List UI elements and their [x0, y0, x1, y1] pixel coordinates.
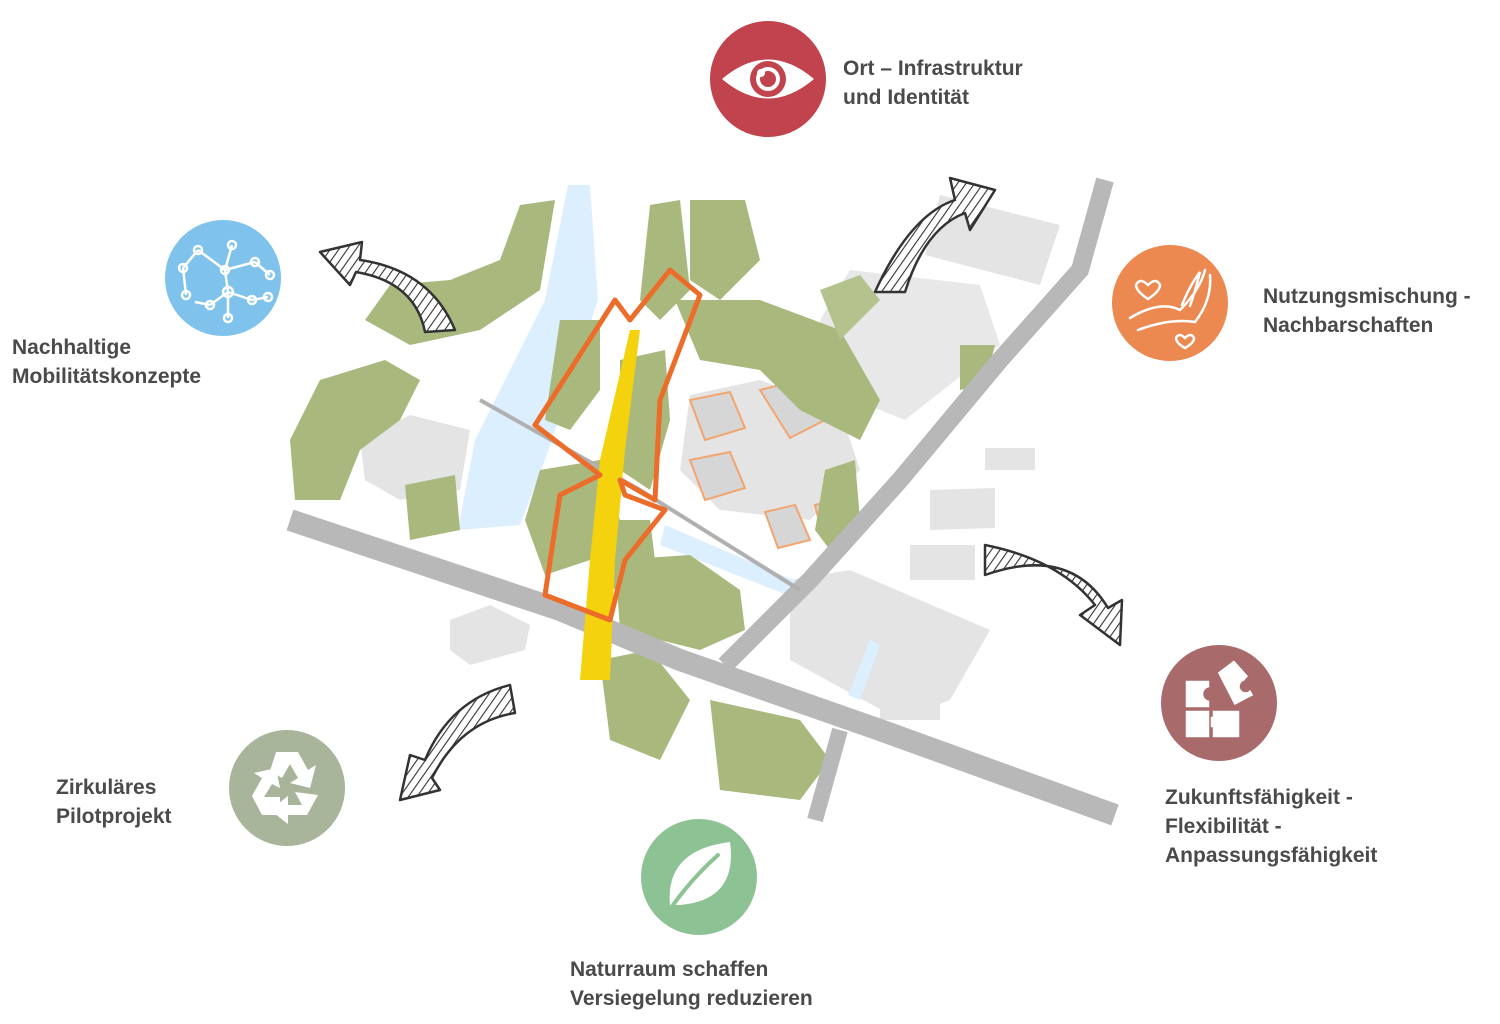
ort-label-line2: und Identität — [843, 86, 969, 109]
building-outlines — [688, 378, 842, 550]
natur-badge — [641, 819, 757, 935]
nutzung-label: Nutzungsmischung - Nachbarschaften — [1263, 282, 1471, 340]
eye-icon — [722, 59, 814, 99]
yellow-corridor — [580, 330, 640, 680]
zukunft-label-line2: Flexibilität - — [1165, 815, 1282, 838]
hands-hearts-icon — [1128, 268, 1212, 350]
arrow-to-mobility — [318, 240, 457, 334]
nutzung-badge — [1112, 245, 1228, 361]
recycle-icon — [252, 752, 318, 824]
zirkulaer-badge — [229, 730, 345, 846]
natur-label: Naturraum schaffen Versiegelung reduzier… — [570, 955, 813, 1013]
mobility-badge — [165, 220, 281, 336]
puzzle-icon — [1184, 658, 1256, 739]
zukunft-badge — [1161, 645, 1277, 761]
mobilitaet-label: Nachhaltige Mobilitätskonzepte — [12, 333, 201, 391]
mobilitaet-label-line1: Nachhaltige — [12, 336, 132, 359]
ort-label-line1: Ort – Infrastruktur — [843, 57, 1023, 80]
zukunft-label-line3: Anpassungsfähigkeit — [1165, 844, 1378, 867]
zirkulaer-label: Zirkuläres Pilotprojekt — [56, 773, 172, 831]
arrow-to-zirkulaer — [398, 683, 517, 802]
ort-label: Ort – Infrastruktur und Identität — [843, 54, 1023, 112]
natur-label-line2: Versiegelung reduzieren — [570, 987, 813, 1010]
zukunft-label-line1: Zukunftsfähigkeit - — [1165, 786, 1353, 809]
water-areas — [458, 185, 880, 700]
arrow-to-zukunft — [983, 543, 1124, 647]
ort-badge — [710, 21, 826, 137]
zirkulaer-label-line2: Pilotprojekt — [56, 805, 172, 828]
zukunft-label: Zukunftsfähigkeit - Flexibilität - Anpas… — [1165, 783, 1377, 870]
leaf-icon — [666, 842, 731, 914]
arrows — [318, 176, 1124, 802]
mobilitaet-label-line2: Mobilitätskonzepte — [12, 365, 202, 388]
natur-label-line1: Naturraum schaffen — [570, 958, 769, 981]
network-icon — [177, 239, 276, 324]
nutzung-label-line2: Nachbarschaften — [1263, 314, 1434, 337]
zirkulaer-label-line1: Zirkuläres — [56, 776, 157, 799]
arrow-to-ort — [873, 176, 997, 294]
project-boundary — [532, 267, 703, 623]
nutzung-label-line1: Nutzungsmischung - — [1263, 285, 1471, 308]
